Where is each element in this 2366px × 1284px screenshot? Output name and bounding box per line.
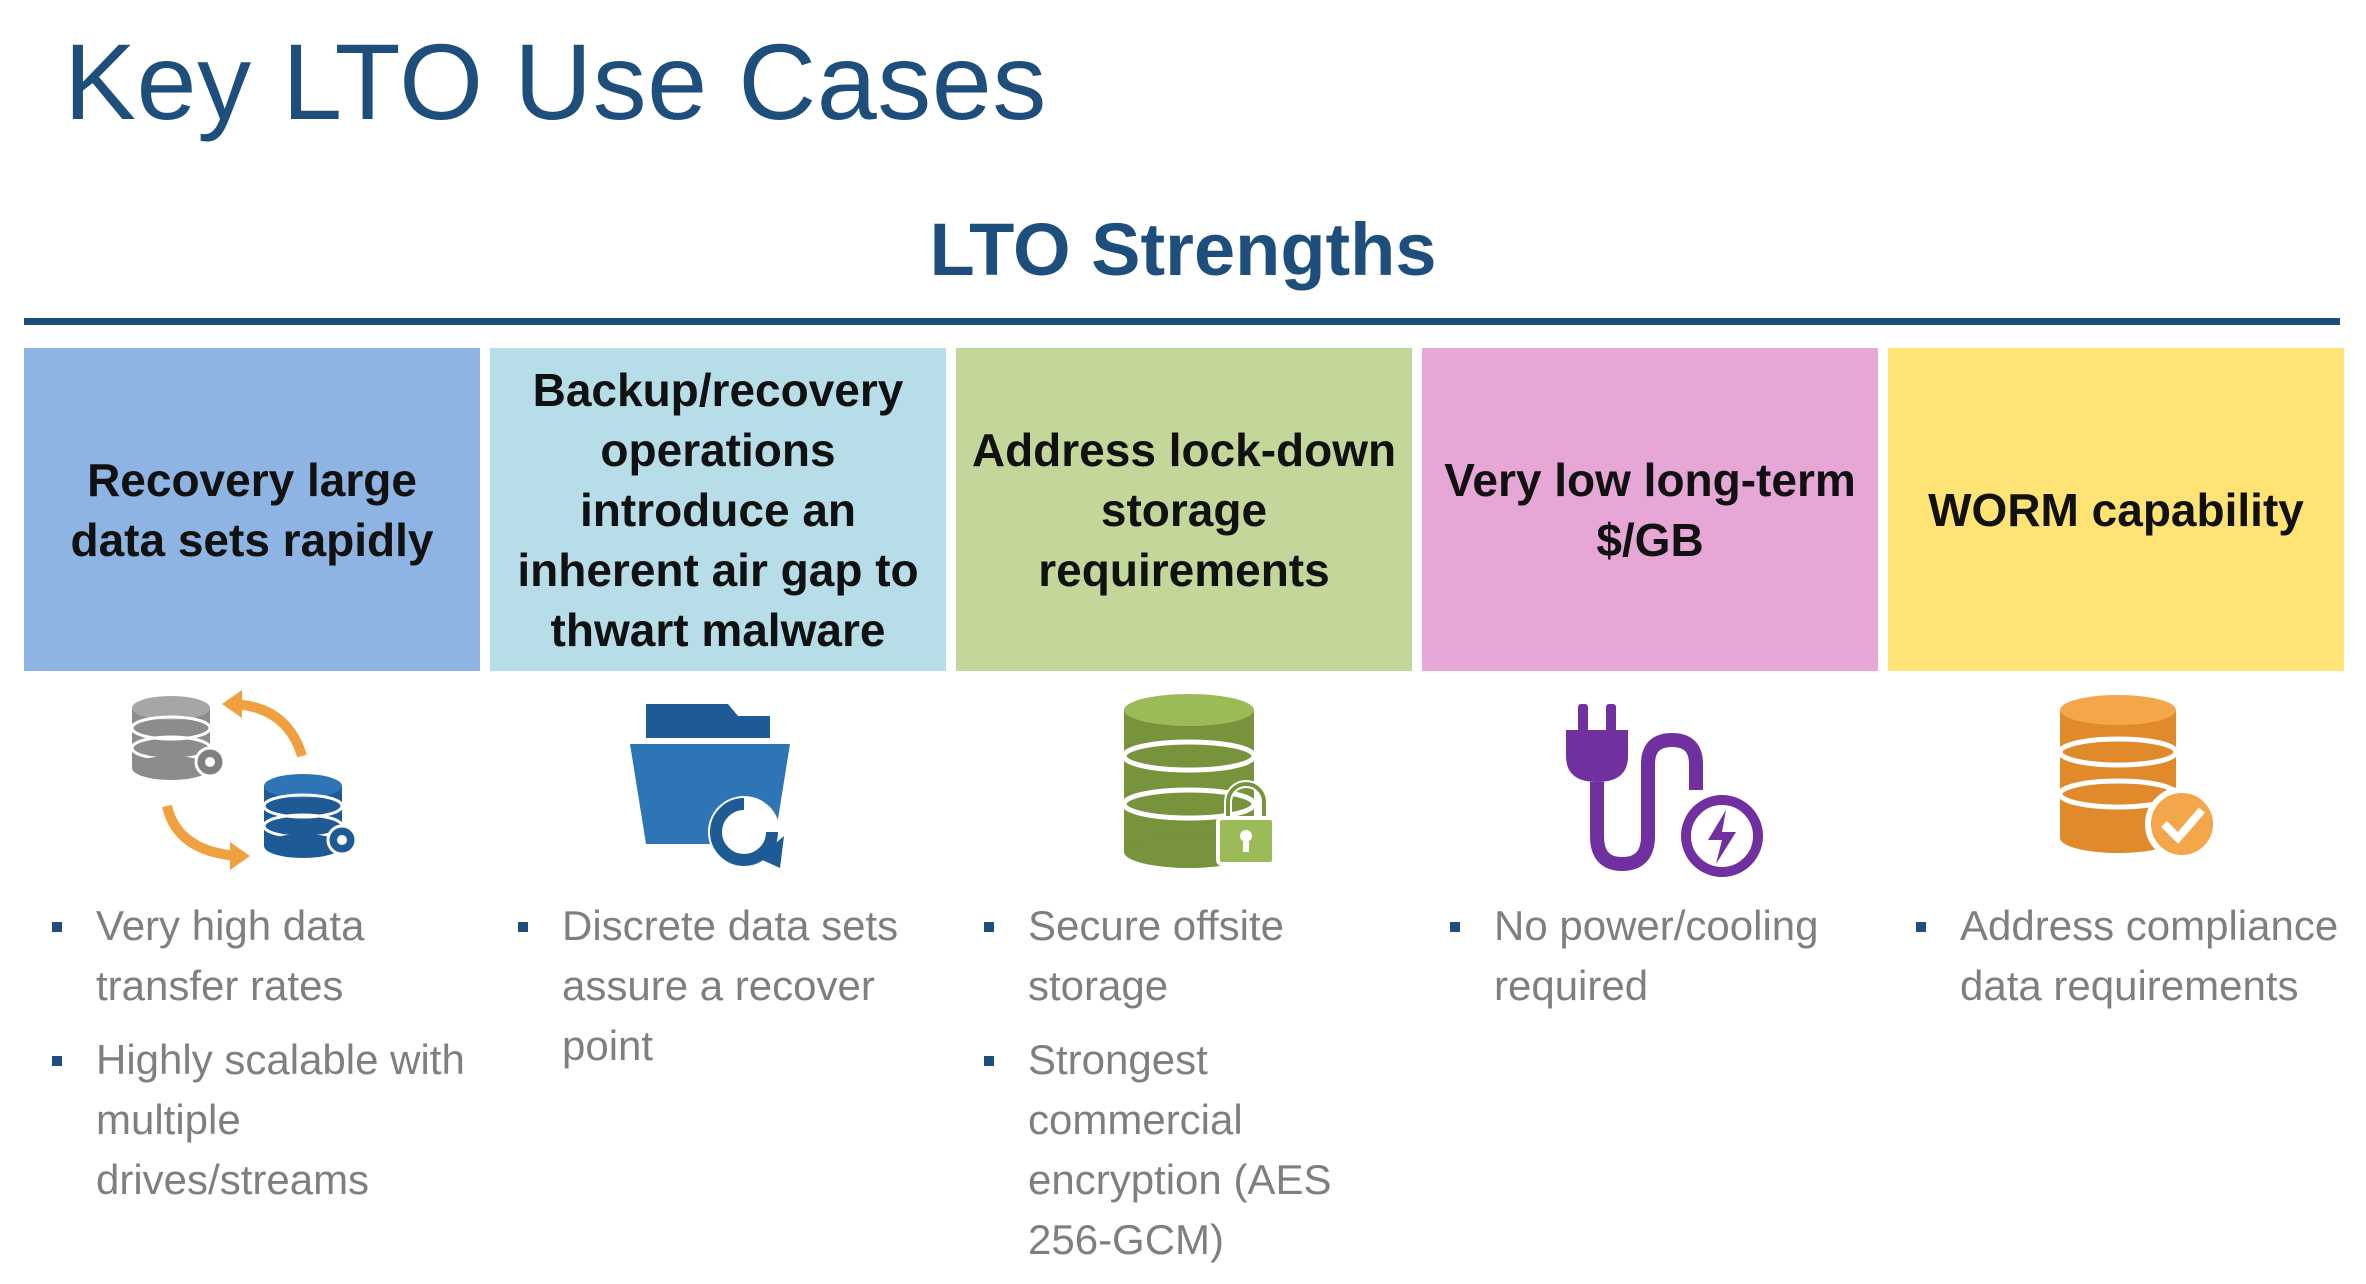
strength-column-cost: Very low long-term $/GB No power/cooling… [1422,348,1878,1248]
bullet-item: No power/cooling required [1442,896,1878,1016]
strength-column-air-gap: Backup/recovery operations introduce an … [490,348,946,1248]
database-check-icon [1976,686,2256,886]
bullet-list-lock-down: Secure offsite storage Strongest commerc… [976,896,1412,1284]
section-title: LTO Strengths [929,208,1437,291]
bullet-list-recovery: Very high data transfer rates Highly sca… [44,896,480,1224]
strength-heading-recovery: Recovery large data sets rapidly [24,348,480,671]
power-plug-icon [1510,686,1790,886]
slide-title: Key LTO Use Cases [64,21,1047,142]
bullet-item: Discrete data sets assure a recover poin… [510,896,946,1076]
bullet-list-cost: No power/cooling required [1442,896,1878,1030]
bullet-list-air-gap: Discrete data sets assure a recover poin… [510,896,946,1090]
strengths-columns: Recovery large data sets rapidly [24,348,2344,1263]
divider-rule [24,318,2340,325]
folder-restore-icon [578,686,858,886]
bullet-item: Strongest commercial encryption (AES 256… [976,1030,1412,1270]
strength-heading-worm: WORM capability [1888,348,2344,671]
bullet-item: Very high data transfer rates [44,896,480,1016]
strength-column-worm: WORM capability Address compliance data … [1888,348,2344,1248]
bullet-list-worm: Address compliance data requirements [1908,896,2344,1030]
strength-column-recovery: Recovery large data sets rapidly [24,348,480,1248]
strength-column-lock-down: Address lock-down storage requirements S… [956,348,1412,1263]
bullet-item: Highly scalable with multiple drives/str… [44,1030,480,1210]
strength-heading-lock-down: Address lock-down storage requirements [956,348,1412,671]
bullet-item: Address compliance data requirements [1908,896,2344,1016]
database-lock-icon [1044,686,1324,886]
strength-heading-cost: Very low long-term $/GB [1422,348,1878,671]
database-sync-icon [112,686,392,886]
strength-heading-air-gap: Backup/recovery operations introduce an … [490,348,946,671]
bullet-item: Secure offsite storage [976,896,1412,1016]
